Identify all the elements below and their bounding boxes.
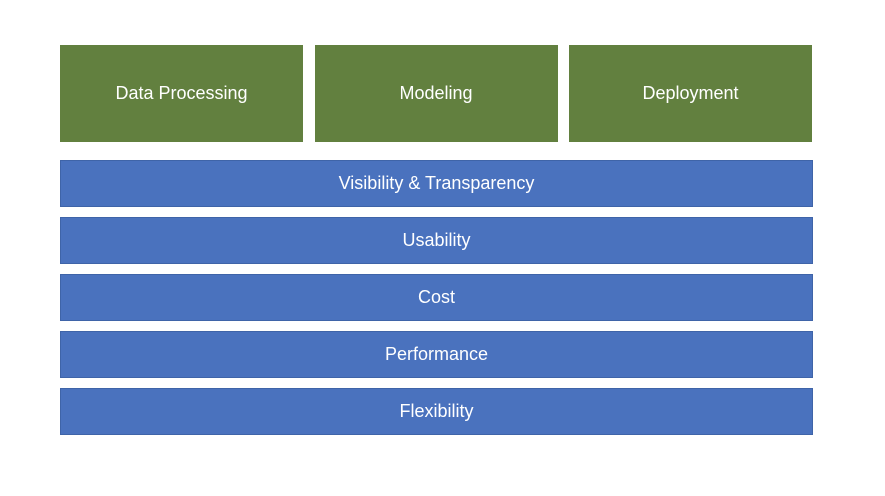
- stage-data-processing: Data Processing: [60, 45, 303, 142]
- layer-label: Performance: [384, 344, 489, 364]
- layer-flexibility: Flexibility: [60, 388, 813, 435]
- criteria-layers: Visibility & Transparency Usability Cost…: [60, 160, 813, 445]
- stage-label: Data Processing: [115, 83, 248, 103]
- layer-label: Flexibility: [399, 401, 474, 421]
- stage-deployment: Deployment: [569, 45, 812, 142]
- layer-label: Usability: [402, 230, 471, 250]
- layer-label: Visibility & Transparency: [338, 173, 535, 193]
- stage-label: Modeling: [399, 83, 473, 103]
- layer-label: Cost: [417, 287, 455, 307]
- pipeline-stages-row: Data Processing Modeling Deployment: [60, 45, 812, 142]
- layer-performance: Performance: [60, 331, 813, 378]
- stage-modeling: Modeling: [314, 45, 558, 142]
- layer-visibility-transparency: Visibility & Transparency: [60, 160, 813, 207]
- stage-label: Deployment: [642, 83, 739, 103]
- layer-cost: Cost: [60, 274, 813, 321]
- layer-usability: Usability: [60, 217, 813, 264]
